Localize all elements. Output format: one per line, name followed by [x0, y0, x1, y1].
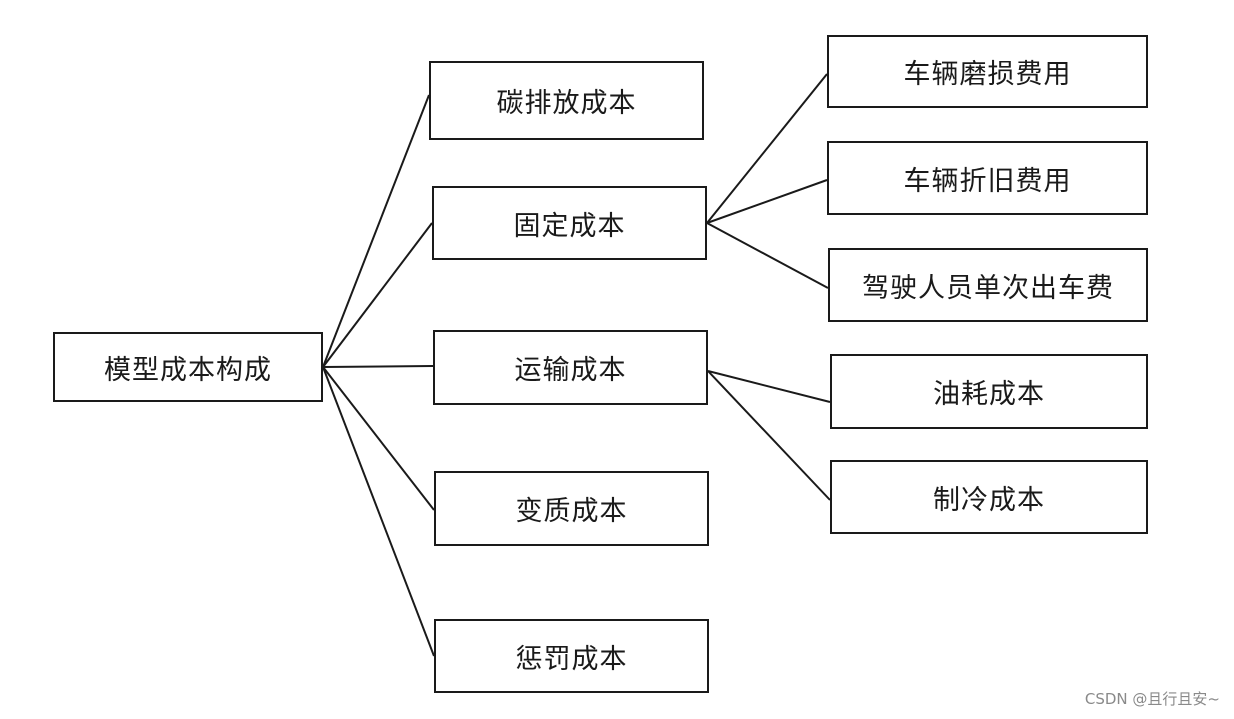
- node-fuel-cost: 油耗成本: [830, 354, 1148, 429]
- edge-transport-cooling: [707, 370, 831, 501]
- edge-fixed-driver: [706, 222, 829, 289]
- edge-root-penalty: [322, 366, 435, 657]
- node-fixed-cost: 固定成本: [432, 186, 707, 260]
- node-vehicle-wear-cost: 车辆磨损费用: [827, 35, 1148, 108]
- node-transport-cost: 运输成本: [433, 330, 708, 405]
- node-spoilage-cost: 变质成本: [434, 471, 709, 546]
- watermark: CSDN @且行且安~: [1084, 690, 1220, 708]
- edge-transport-fuel: [707, 370, 831, 403]
- edge-root-carbon: [322, 94, 430, 368]
- node-penalty-cost: 惩罚成本: [434, 619, 709, 693]
- edge-root-spoilage: [322, 366, 435, 511]
- edge-fixed-depreciation: [706, 179, 828, 224]
- node-cooling-cost: 制冷成本: [830, 460, 1148, 534]
- node-carbon-emission-cost: 碳排放成本: [429, 61, 704, 140]
- edge-root-transport: [322, 365, 434, 368]
- node-root: 模型成本构成: [53, 332, 323, 402]
- edge-fixed-wear: [706, 73, 828, 224]
- edge-root-fixed: [322, 222, 433, 368]
- node-driver-trip-fee: 驾驶人员单次出车费: [828, 248, 1148, 322]
- node-vehicle-depreciation-cost: 车辆折旧费用: [827, 141, 1148, 215]
